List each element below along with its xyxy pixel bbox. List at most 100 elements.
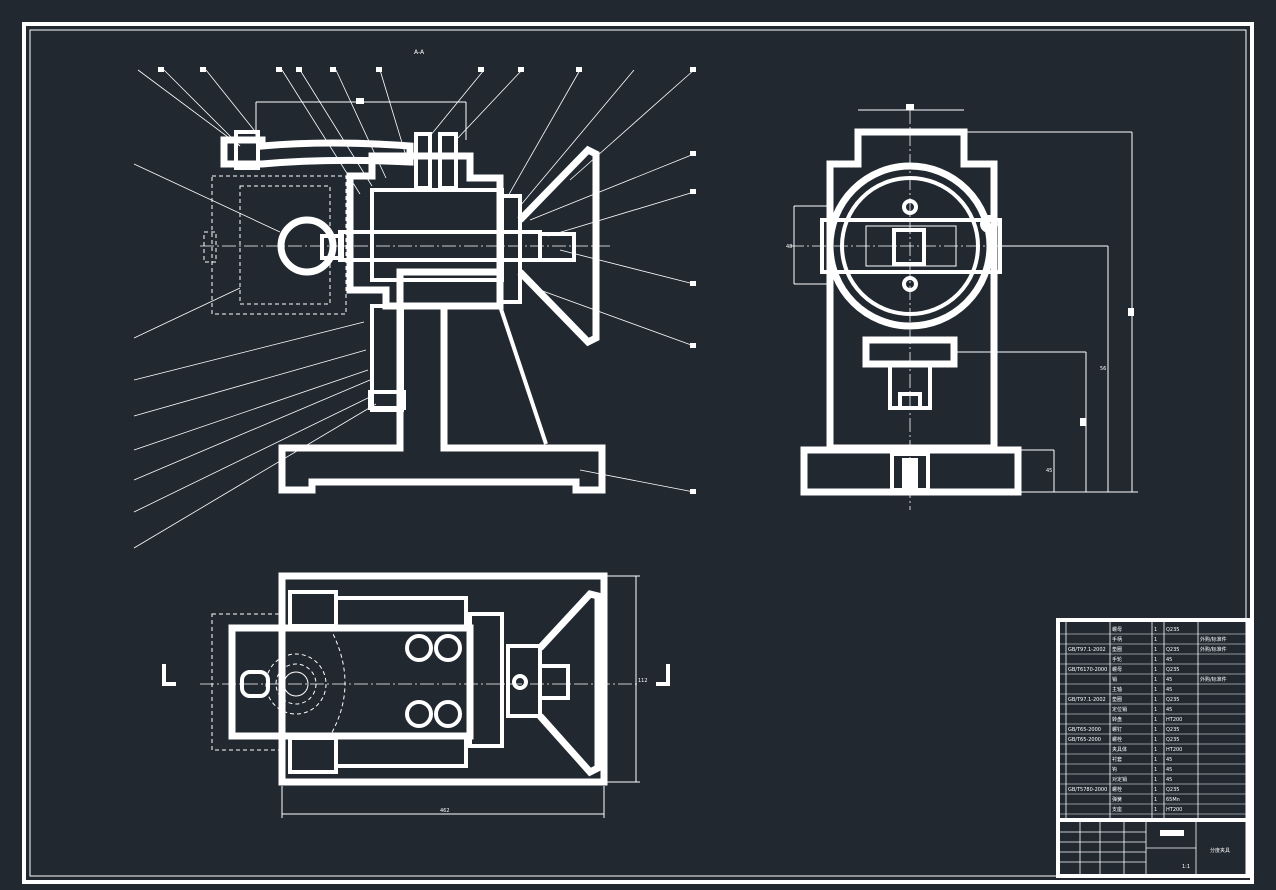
bom-cell-qty: 1 xyxy=(1154,727,1157,733)
side-view: 56 45 48 xyxy=(786,104,1138,510)
workpiece-outline xyxy=(203,175,347,315)
bom-cell-material: Q235 xyxy=(1166,627,1179,633)
bom-cell-qty: 1 xyxy=(1154,637,1157,643)
bom-cell-qty: 1 xyxy=(1154,787,1157,793)
ring-hook xyxy=(277,216,337,276)
bom-cell-qty: 1 xyxy=(1154,687,1157,693)
bom-cell-material: Q235 xyxy=(1166,647,1179,653)
lever-knob xyxy=(234,130,260,170)
leader-lines xyxy=(133,69,695,549)
svg-text:462: 462 xyxy=(440,808,450,814)
lever-arm xyxy=(220,136,414,168)
title-text: 分度夹具 xyxy=(1210,847,1230,854)
top-pin-a xyxy=(414,132,432,190)
bom-cell-qty: 1 xyxy=(1154,667,1157,673)
bom-cell-qty: 1 xyxy=(1154,807,1157,813)
bom-cell-qty: 1 xyxy=(1154,707,1157,713)
head-inner xyxy=(370,188,504,282)
bom-cell-name: 定位销 xyxy=(1112,706,1127,713)
bom-cell-name: 主轴 xyxy=(1112,686,1122,693)
bom-cell-name: 垫圈 xyxy=(1112,646,1122,653)
body-base xyxy=(278,268,606,494)
bom-cell-material: 45 xyxy=(1166,777,1172,783)
outer-frame xyxy=(22,22,1254,884)
bom-cell-material: 45 xyxy=(1166,757,1172,763)
handwheel xyxy=(517,145,600,347)
bom-cell-name: 手轮 xyxy=(1112,656,1122,663)
collar xyxy=(498,194,522,304)
bom-cell-qty: 1 xyxy=(1154,737,1157,743)
bom-cell-material: Q235 xyxy=(1166,737,1179,743)
svg-text:56: 56 xyxy=(1100,366,1106,372)
bom-cell-material: 45 xyxy=(1166,687,1172,693)
bom-cell-qty: 1 xyxy=(1154,777,1157,783)
plan-dimensions xyxy=(281,575,640,818)
bom-cell-qty: 1 xyxy=(1154,767,1157,773)
bom-cell-material: HT200 xyxy=(1166,747,1182,753)
bom-cell-name: 螺栓 xyxy=(1112,786,1122,793)
bom-cell-code: GB/T97.1-2002 xyxy=(1068,697,1106,703)
bom-cell-material: 45 xyxy=(1166,767,1172,773)
bom-cell-material: Q235 xyxy=(1166,667,1179,673)
bom-cell-name: 对定销 xyxy=(1112,776,1127,783)
svg-text:48: 48 xyxy=(786,244,792,250)
bom-cell-qty: 1 xyxy=(1154,627,1157,633)
bom-cell-qty: 1 xyxy=(1154,697,1157,703)
plunger-knob xyxy=(368,390,406,410)
bom-cell-name: 销 xyxy=(1112,676,1117,683)
bom-cell-qty: 1 xyxy=(1154,717,1157,723)
bom-cell-name: 螺钉 xyxy=(1112,726,1122,733)
svg-text:45: 45 xyxy=(1046,468,1052,474)
bom-cell-note: 外购/标准件 xyxy=(1200,676,1227,683)
svg-text:112: 112 xyxy=(638,678,648,684)
bom-cell-material: 45 xyxy=(1166,707,1172,713)
front-section-view: A-A xyxy=(133,49,696,549)
section-arrow-right xyxy=(656,664,670,686)
title-block: 分度夹具 1:1 xyxy=(1056,818,1250,878)
spindle-nut xyxy=(538,232,576,262)
bom-cell-name: 钩 xyxy=(1112,766,1117,773)
bom-cell-name: 转盘 xyxy=(1112,716,1122,723)
bom-cell-name: 螺栓 xyxy=(1112,736,1122,743)
bom-cell-name: 衬套 xyxy=(1112,756,1122,763)
head-block xyxy=(346,152,504,310)
side-hub-center xyxy=(892,228,926,266)
bom-cell-qty: 1 xyxy=(1154,657,1157,663)
bom-cell-name: 弹簧 xyxy=(1112,796,1122,803)
bom-cell-name: 垫圈 xyxy=(1112,696,1122,703)
bom-cell-qty: 1 xyxy=(1154,797,1157,803)
bom-cell-note: 外购/标准件 xyxy=(1200,636,1227,643)
plan-view: 462 112 xyxy=(162,572,670,818)
bom-cell-material: Q235 xyxy=(1166,697,1179,703)
bom-cell-code: GB/T5780-2000 xyxy=(1068,787,1107,793)
bom-cell-name: 螺母 xyxy=(1112,626,1122,633)
leader-tags xyxy=(158,67,696,494)
bom-cell-code: GB/T97.1-2002 xyxy=(1068,647,1106,653)
column-rib xyxy=(498,305,548,445)
bom-cell-qty: 1 xyxy=(1154,677,1157,683)
inner-frame xyxy=(29,29,1247,877)
bom-cell-name: 手柄 xyxy=(1112,636,1122,643)
bom-cell-material: Q235 xyxy=(1166,787,1179,793)
bom-cell-material: 45 xyxy=(1166,657,1172,663)
bom-cell-material: HT200 xyxy=(1166,807,1182,813)
section-arrow-left xyxy=(162,664,176,686)
bom-cell-code: GB/T6170-2000 xyxy=(1068,667,1107,673)
bom-cell-code: GB/T65-2000 xyxy=(1068,737,1101,743)
bom-cell-material: Q235 xyxy=(1166,727,1179,733)
bom-cell-material: 65Mn xyxy=(1166,797,1180,803)
bom-cell-material: HT200 xyxy=(1166,717,1182,723)
bom-cell-qty: 1 xyxy=(1154,747,1157,753)
ring-neck xyxy=(320,234,344,260)
top-pin-b xyxy=(438,132,458,190)
bom-cell-code: GB/T65-2000 xyxy=(1068,727,1101,733)
bom-cell-note: 外购/标准件 xyxy=(1200,646,1227,653)
section-mark: A-A xyxy=(414,49,425,56)
bom-cell-qty: 1 xyxy=(1154,647,1157,653)
bom-cell-name: 螺母 xyxy=(1112,666,1122,673)
bom-cell-material: 45 xyxy=(1166,677,1172,683)
plan-base xyxy=(278,572,608,786)
bom-cell-name: 夹具体 xyxy=(1112,746,1127,753)
